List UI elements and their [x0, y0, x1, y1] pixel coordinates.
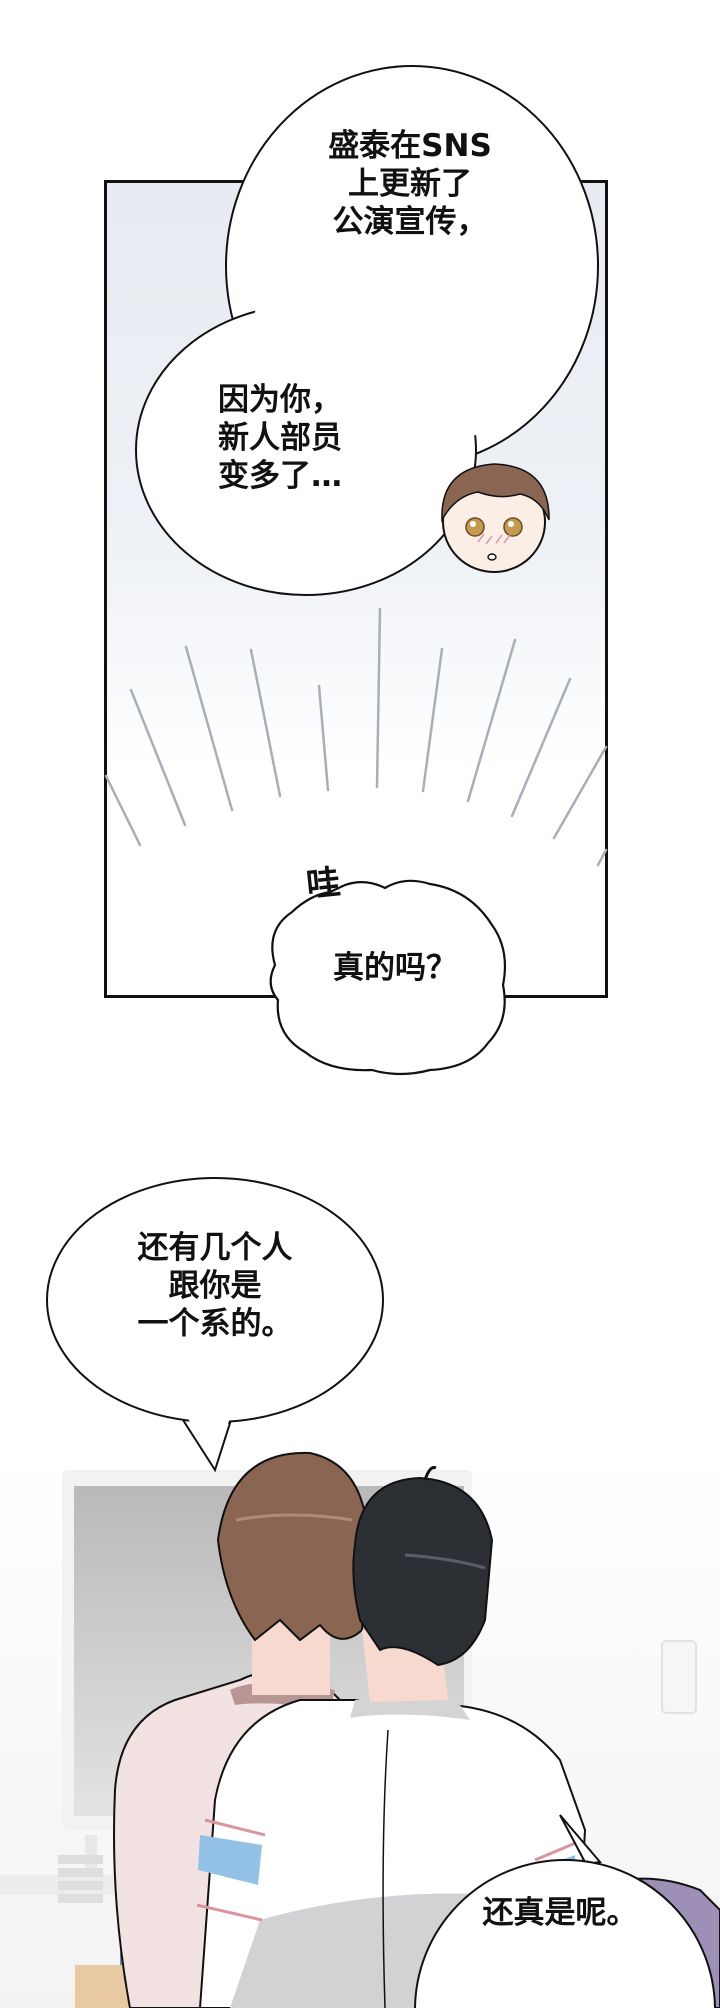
chibi-face-icon [441, 463, 550, 573]
bubble-top-text: 盛泰在SNS 上更新了 公演宣传， [328, 128, 492, 240]
panel1-bubbles [135, 65, 599, 1076]
bubble-cloud-text: 真的吗？ [333, 950, 457, 986]
bubble-middle-text: 因为你， 新人部员 变多了… [218, 382, 342, 494]
bubble-left-text: 还有几个人 跟你是 一个系的。 [137, 1230, 293, 1342]
bubble-bottom-text: 还真是呢。 [482, 1895, 638, 1931]
